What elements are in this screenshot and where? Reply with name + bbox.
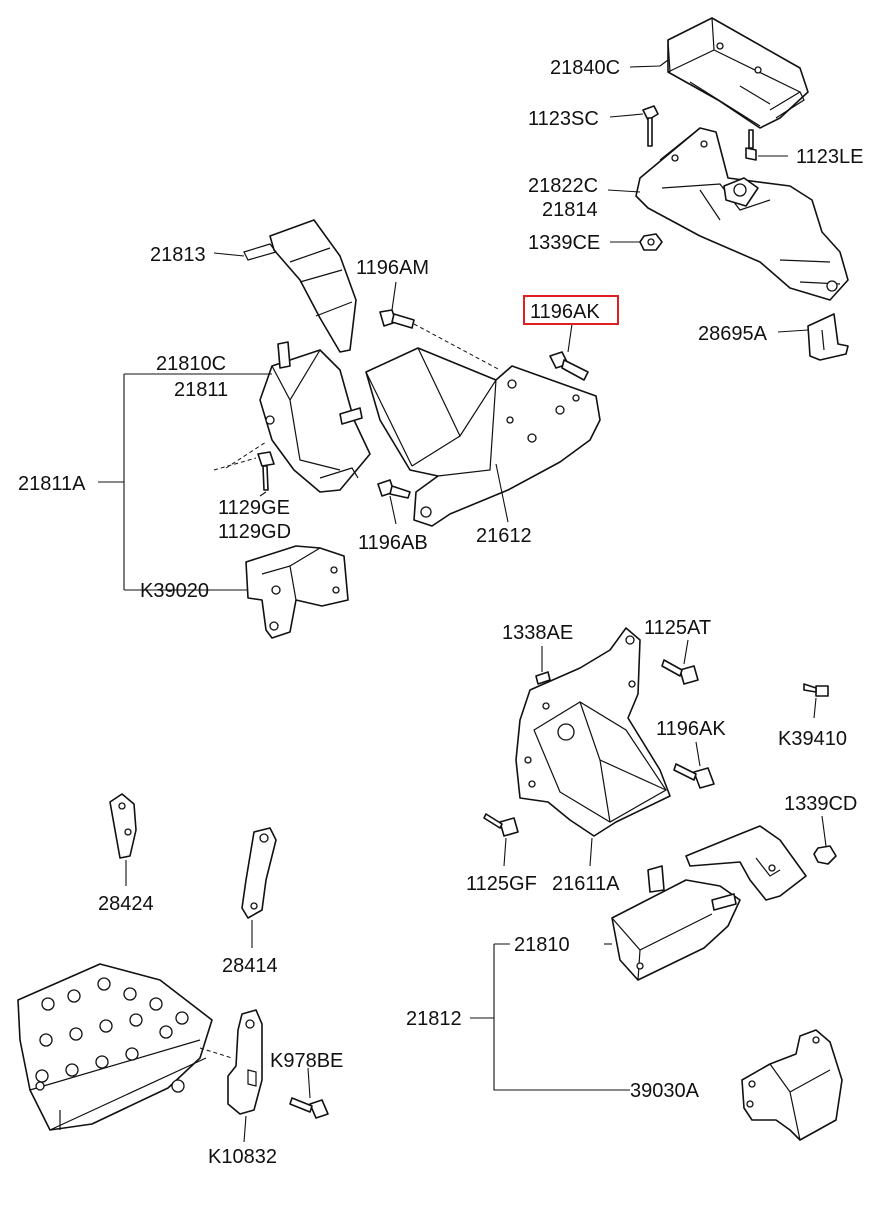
label-1339cd: 1339CD xyxy=(784,793,857,815)
label-k978be: K978BE xyxy=(270,1050,343,1072)
part-21810c-mount[interactable] xyxy=(259,341,371,493)
label-1129gd: 1129GD xyxy=(218,521,291,543)
bolt-1196am[interactable] xyxy=(379,309,415,329)
bolt-1125at[interactable] xyxy=(661,659,699,685)
label-1196am: 1196AM xyxy=(356,257,429,279)
bolt-1196ak-mid[interactable] xyxy=(673,763,715,789)
label-21810c: 21810C xyxy=(156,353,226,375)
bolt-k978be[interactable] xyxy=(289,1097,329,1119)
label-1338ae: 1338AE xyxy=(502,622,573,644)
bolt-1123le[interactable] xyxy=(745,129,757,161)
label-1129ge: 1129GE xyxy=(218,497,290,519)
nut-1339ce[interactable] xyxy=(639,233,663,251)
label-1196ak-mid: 1196AK xyxy=(656,718,726,740)
part-21612-bracket[interactable] xyxy=(365,347,601,527)
bolt-1196ab[interactable] xyxy=(377,479,411,499)
label-21812: 21812 xyxy=(406,1008,462,1030)
part-k39020-bracket[interactable] xyxy=(245,545,349,639)
label-21611a: 21611A xyxy=(552,873,620,895)
part-39030a-bracket[interactable] xyxy=(741,1029,843,1141)
label-21813: 21813 xyxy=(150,244,206,266)
bolt-1123sc[interactable] xyxy=(642,105,659,147)
part-21822c-mount[interactable] xyxy=(635,127,849,301)
part-21810-mount[interactable] xyxy=(611,865,741,981)
bolt-1129ge[interactable] xyxy=(257,451,275,491)
bolt-1125gf[interactable] xyxy=(483,813,519,837)
part-21611a-bracket[interactable] xyxy=(515,627,671,837)
label-21811: 21811 xyxy=(174,379,228,401)
bolt-k39410[interactable] xyxy=(803,683,829,697)
label-1196ab: 1196AB xyxy=(358,532,428,554)
label-k10832: K10832 xyxy=(208,1146,277,1168)
part-28414-hanger[interactable] xyxy=(241,827,277,919)
label-28424: 28424 xyxy=(98,893,154,915)
label-1125gf: 1125GF xyxy=(466,873,537,895)
part-28424-plate[interactable] xyxy=(109,793,137,859)
label-21814: 21814 xyxy=(542,199,598,221)
part-k10832-hanger[interactable] xyxy=(227,1009,263,1115)
nut-1339cd[interactable] xyxy=(813,845,837,865)
label-1196ak-top: 1196AK xyxy=(530,301,600,323)
label-28414: 28414 xyxy=(222,955,278,977)
label-1339ce: 1339CE xyxy=(528,232,600,254)
part-28695a-clip[interactable] xyxy=(807,313,849,361)
part-cylinder-head xyxy=(17,963,213,1131)
label-21612: 21612 xyxy=(476,525,532,547)
label-k39020: K39020 xyxy=(140,580,209,602)
label-1125at: 1125AT xyxy=(644,617,711,639)
part-heat-shield-right[interactable] xyxy=(685,825,807,901)
label-21811a: 21811A xyxy=(18,473,86,495)
highlight-box-1196ak xyxy=(523,295,619,325)
label-k39410: K39410 xyxy=(778,728,847,750)
bolt-1196ak-top[interactable] xyxy=(549,351,589,381)
pin-1338ae[interactable] xyxy=(535,671,551,685)
label-1123le: 1123LE xyxy=(796,146,863,168)
label-39030a: 39030A xyxy=(630,1080,700,1102)
label-1123sc: 1123SC xyxy=(528,108,599,130)
part-21840c-cover[interactable] xyxy=(659,17,809,129)
label-28695a: 28695A xyxy=(698,323,768,345)
label-21810: 21810 xyxy=(514,934,570,956)
part-21813-heat-shield[interactable] xyxy=(243,219,357,353)
label-21840c: 21840C xyxy=(550,57,620,79)
label-21822c: 21822C xyxy=(528,175,598,197)
